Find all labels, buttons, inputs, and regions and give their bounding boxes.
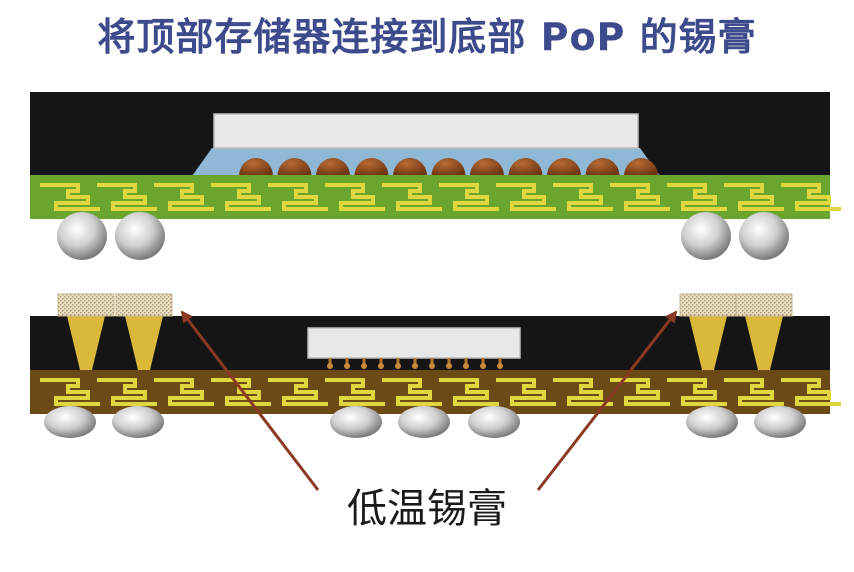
flip-chip-bump	[354, 158, 389, 176]
micro-bump	[412, 363, 418, 369]
solder-ball	[330, 406, 382, 438]
substrate-trace	[97, 378, 157, 406]
bottom-package	[30, 293, 841, 438]
micro-bump-pillar	[379, 358, 383, 366]
micro-bump	[446, 363, 452, 369]
micro-bump	[361, 363, 367, 369]
micro-bump	[327, 363, 333, 369]
bottom-logic-die	[307, 327, 521, 359]
substrate-trace	[382, 183, 442, 211]
top-solder-balls	[57, 212, 789, 260]
callout-label: 低温锡膏	[347, 486, 507, 532]
top-package	[30, 92, 841, 260]
callout-arrow-left	[180, 310, 320, 491]
micro-bump-pillar	[345, 358, 349, 366]
substrate-trace	[781, 183, 841, 211]
micro-bump-pillar	[328, 358, 332, 366]
flip-chip-bump	[277, 158, 312, 176]
low-temp-solder-paste-deposits	[57, 293, 793, 317]
solder-ball	[468, 406, 520, 438]
flip-chip-bump	[470, 158, 504, 176]
substrate-trace	[154, 183, 214, 211]
flip-chip-bump	[239, 158, 273, 176]
diagram-title: 将顶部存储器连接到底部 PoP 的锡膏	[97, 15, 757, 59]
solder-ball	[754, 406, 806, 438]
substrate-trace	[496, 183, 556, 211]
micro-bump	[344, 363, 350, 369]
substrate-trace	[553, 183, 613, 211]
flip-chip-bump	[316, 158, 350, 176]
micro-bump-pillar	[464, 358, 468, 366]
through-mold-via	[689, 316, 727, 370]
solder-ball	[115, 212, 165, 260]
flip-chip-bump	[547, 158, 581, 176]
bottom-solder-balls	[44, 406, 806, 438]
substrate-trace	[667, 183, 727, 211]
flip-chip-bump	[624, 158, 658, 176]
bottom-micro-bumps	[327, 358, 503, 369]
substrate-trace	[97, 183, 157, 211]
solder-paste-deposit	[57, 293, 115, 317]
substrate-trace	[610, 378, 670, 406]
flip-chip-bump	[585, 158, 620, 176]
substrate-trace	[325, 183, 385, 211]
substrate-trace	[40, 378, 100, 406]
solder-ball	[112, 406, 164, 438]
solder-ball	[398, 406, 450, 438]
micro-bump-pillar	[447, 358, 451, 366]
bottom-through-mold-vias	[67, 316, 783, 370]
substrate-trace	[724, 183, 784, 211]
solder-paste-deposit	[735, 293, 793, 317]
substrate-trace	[496, 378, 556, 406]
micro-bump	[429, 363, 435, 369]
substrate-trace	[439, 183, 499, 211]
micro-bump	[395, 363, 401, 369]
solder-paste-deposit	[679, 293, 737, 317]
micro-bump-pillar	[362, 358, 366, 366]
micro-bump	[378, 363, 384, 369]
substrate-trace	[382, 378, 442, 406]
solder-ball	[739, 212, 789, 260]
through-mold-via	[67, 316, 105, 370]
micro-bump	[497, 363, 503, 369]
substrate-trace	[40, 183, 100, 211]
solder-ball	[57, 212, 107, 260]
substrate-trace	[439, 378, 499, 406]
substrate-trace	[211, 183, 271, 211]
top-flip-chip-bumps	[239, 158, 658, 176]
substrate-trace	[781, 378, 841, 406]
flip-chip-bump	[431, 158, 466, 176]
micro-bump	[463, 363, 469, 369]
callout-arrow-right	[536, 310, 678, 491]
substrate-trace	[268, 378, 328, 406]
micro-bump-pillar	[481, 358, 485, 366]
micro-bump-pillar	[430, 358, 434, 366]
substrate-trace	[610, 183, 670, 211]
micro-bump-pillar	[396, 358, 400, 366]
micro-bump-pillar	[413, 358, 417, 366]
flip-chip-bump	[508, 158, 543, 176]
top-substrate-traces	[40, 183, 841, 211]
flip-chip-bump	[393, 158, 427, 176]
through-mold-via	[125, 316, 163, 370]
substrate-trace	[553, 378, 613, 406]
substrate-trace	[211, 378, 271, 406]
substrate-trace	[268, 183, 328, 211]
through-mold-via	[745, 316, 783, 370]
top-memory-die	[213, 113, 639, 149]
solder-ball	[681, 212, 731, 260]
substrate-trace	[154, 378, 214, 406]
solder-paste-deposit	[115, 293, 173, 317]
bottom-substrate-traces	[40, 378, 841, 406]
substrate-trace	[667, 378, 727, 406]
solder-ball	[44, 406, 96, 438]
substrate-trace	[724, 378, 784, 406]
micro-bump	[480, 363, 486, 369]
substrate-trace	[325, 378, 385, 406]
micro-bump-pillar	[498, 358, 502, 366]
solder-ball	[686, 406, 738, 438]
